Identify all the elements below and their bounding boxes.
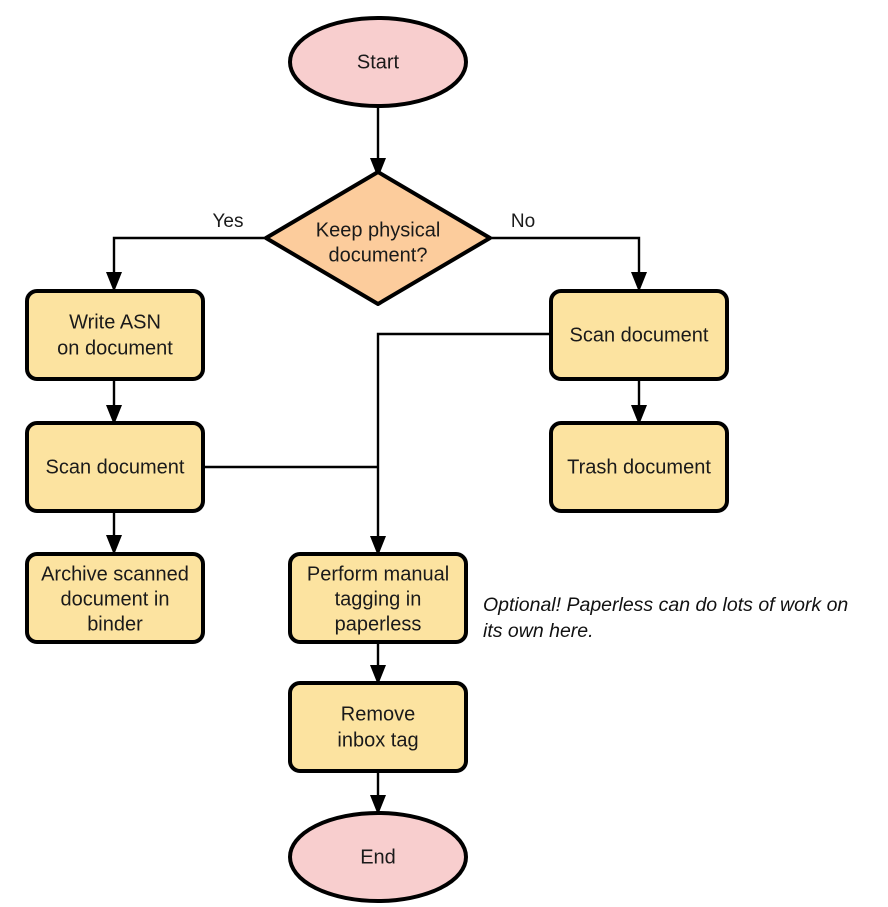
node-manual-tagging-label-line2: tagging in: [335, 588, 422, 610]
edge-label-yes: Yes: [213, 211, 244, 232]
node-start[interactable]: Start: [288, 16, 468, 108]
node-scan-document-right-label: Scan document: [570, 324, 709, 346]
edge-scan-right-to-trash: [631, 379, 647, 425]
annotation-optional-note: Optional! Paperless can do lots of work …: [483, 594, 848, 642]
node-remove-inbox-label-line1: Remove: [341, 703, 415, 725]
edge-line: [376, 332, 551, 542]
node-scan-document-right[interactable]: Scan document: [549, 289, 729, 381]
end-ellipse[interactable]: [288, 811, 468, 903]
node-remove-inbox-label-line2: inbox tag: [337, 729, 418, 751]
arrowhead-icon: [631, 272, 647, 292]
node-write-asn[interactable]: Write ASN on document: [25, 289, 205, 381]
arrowhead-icon: [370, 795, 386, 815]
arrowhead-icon: [106, 405, 122, 425]
edge-decision-no-to-scan-right: No: [490, 211, 647, 292]
edge-scan-right-to-manual-tagging: [370, 332, 551, 556]
trash-document-box[interactable]: [549, 421, 729, 513]
node-write-asn-label-line1: Write ASN: [69, 311, 161, 333]
node-write-asn-label-line2: on document: [57, 337, 173, 359]
edge-manual-tagging-to-remove-inbox: [370, 643, 386, 685]
manual-tagging-box[interactable]: [288, 552, 468, 644]
remove-inbox-tag-box[interactable]: [288, 681, 468, 773]
arrowhead-icon: [631, 405, 647, 425]
node-scan-document-left-label: Scan document: [46, 456, 185, 478]
node-archive-scanned-document[interactable]: Archive scanned document in binder: [25, 552, 205, 644]
node-manual-tagging-label-line1: Perform manual: [307, 563, 449, 585]
edge-decision-yes-to-write-asn: Yes: [106, 211, 266, 292]
arrowhead-icon: [106, 272, 122, 292]
edge-start-to-decision: [370, 106, 386, 178]
node-perform-manual-tagging[interactable]: Perform manual tagging in paperless: [288, 552, 468, 644]
node-decision-label-line1: Keep physical: [316, 219, 441, 241]
annotation-line1: Optional! Paperless can do lots of work …: [483, 594, 848, 616]
annotation-line2: its own here.: [483, 620, 594, 642]
node-end-label: End: [360, 846, 396, 868]
node-decision-label-line2: document?: [329, 244, 428, 266]
node-start-label: Start: [357, 51, 400, 73]
node-trash-document-label: Trash document: [567, 456, 711, 478]
node-remove-inbox-tag[interactable]: Remove inbox tag: [288, 681, 468, 773]
edge-label-no: No: [511, 211, 535, 232]
start-ellipse[interactable]: [288, 16, 468, 108]
edge-line: [112, 236, 266, 278]
scan-document-right-box[interactable]: [549, 289, 729, 381]
edge-line: [490, 236, 641, 278]
write-asn-box[interactable]: [25, 289, 205, 381]
edge-write-asn-to-scan-left: [106, 379, 122, 425]
node-trash-document[interactable]: Trash document: [549, 421, 729, 513]
arrowhead-icon: [370, 536, 386, 556]
node-manual-tagging-label-line3: paperless: [335, 613, 422, 635]
node-scan-document-left[interactable]: Scan document: [25, 421, 205, 513]
scan-document-left-box[interactable]: [25, 421, 205, 513]
arrowhead-icon: [370, 158, 386, 178]
node-archive-label-line3: binder: [87, 613, 143, 635]
archive-box[interactable]: [25, 552, 205, 644]
arrowhead-icon: [370, 665, 386, 685]
node-end[interactable]: End: [288, 811, 468, 903]
edge-scan-left-to-archive: [106, 511, 122, 555]
edge-remove-inbox-to-end: [370, 771, 386, 815]
decision-diamond[interactable]: [264, 170, 492, 306]
node-archive-label-line1: Archive scanned: [41, 563, 189, 585]
node-decision-keep-physical-document[interactable]: Keep physical document?: [264, 170, 492, 306]
arrowhead-icon: [106, 535, 122, 555]
node-archive-label-line2: document in: [61, 588, 170, 610]
